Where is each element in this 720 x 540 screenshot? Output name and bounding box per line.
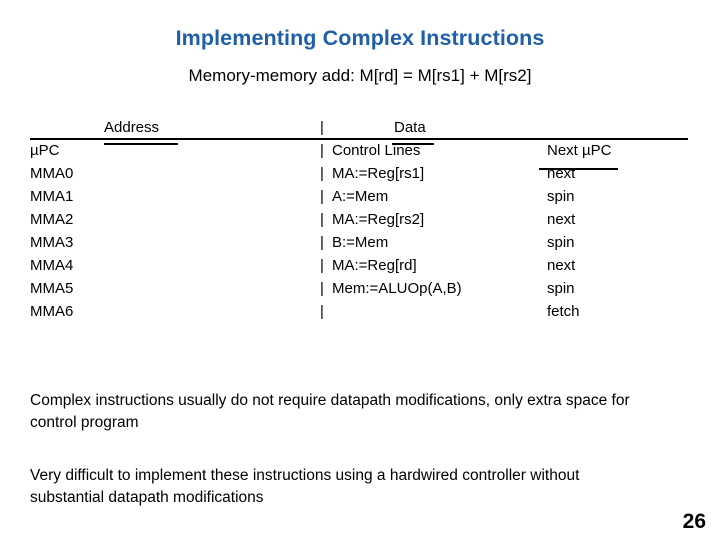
cell-data: B:=Mem (332, 234, 389, 251)
cell-bar: | (320, 257, 324, 274)
cell-address: µPC (30, 142, 60, 159)
microcode-table-wrapper: Address | Data µPC | Control Lines Next … (30, 120, 690, 327)
cell-bar: | (320, 303, 324, 320)
cell-data: MA:=Reg[rs2] (332, 211, 425, 228)
header-cell-bar: | (320, 119, 324, 136)
cell-next: spin (547, 234, 575, 251)
cell-data (332, 304, 547, 327)
cell-next: fetch (547, 303, 580, 320)
table-row: MMA1 | A:=Mem spin (30, 189, 667, 212)
body-paragraph-1: Complex instructions usually do not requ… (30, 392, 630, 432)
cell-bar: | (320, 234, 324, 251)
cell-data: Mem:=ALUOp(A,B) (332, 280, 462, 297)
table-row: MMA0 | MA:=Reg[rs1] next (30, 166, 667, 189)
cell-next: spin (547, 188, 575, 205)
cell-next: next (547, 211, 576, 228)
table-row: MMA3 | B:=Mem spin (30, 235, 667, 258)
cell-address: MMA4 (30, 257, 74, 274)
cell-address: MMA3 (30, 234, 74, 251)
cell-address: MMA6 (30, 303, 74, 320)
cell-address: MMA0 (30, 165, 74, 182)
page-title: Implementing Complex Instructions (175, 26, 545, 50)
body-paragraph-2: Very difficult to implement these instru… (30, 467, 580, 507)
cell-address: MMA5 (30, 280, 74, 297)
cell-data: Control Lines (332, 142, 421, 159)
cell-next: next (547, 257, 576, 274)
table-row: MMA5 | Mem:=ALUOp(A,B) spin (30, 281, 667, 304)
header-cell-next (547, 120, 667, 143)
cell-bar: | (320, 280, 324, 297)
header-cell-data: Data (394, 119, 426, 136)
table-row: MMA4 | MA:=Reg[rd] next (30, 258, 667, 281)
table-row: MMA2 | MA:=Reg[rs2] next (30, 212, 667, 235)
page-number: 26 (682, 510, 706, 533)
cell-next: Next µPC (547, 142, 612, 159)
cell-bar: | (320, 142, 324, 159)
cell-data: MA:=Reg[rd] (332, 257, 417, 274)
data-header-underline (392, 143, 434, 145)
cell-address: MMA2 (30, 211, 74, 228)
table-row: µPC | Control Lines Next µPC (30, 143, 667, 166)
table-header-row: Address | Data (30, 120, 667, 143)
cell-bar: | (320, 165, 324, 182)
cell-next: next (547, 165, 576, 182)
table-row: MMA6 | fetch (30, 304, 667, 327)
header-cell-address: Address (104, 119, 160, 136)
cell-next: spin (547, 280, 575, 297)
header-horizontal-rule (30, 138, 688, 140)
cell-bar: | (320, 211, 324, 228)
cell-address: MMA1 (30, 188, 74, 205)
cell-bar: | (320, 188, 324, 205)
microcode-table: Address | Data µPC | Control Lines Next … (30, 120, 667, 327)
cell-data: A:=Mem (332, 188, 389, 205)
address-header-underline (104, 143, 178, 145)
cell-data: MA:=Reg[rs1] (332, 165, 425, 182)
next-pc-underline (539, 168, 618, 170)
page-subtitle: Memory-memory add: M[rd] = M[rs1] + M[rs… (188, 66, 532, 85)
